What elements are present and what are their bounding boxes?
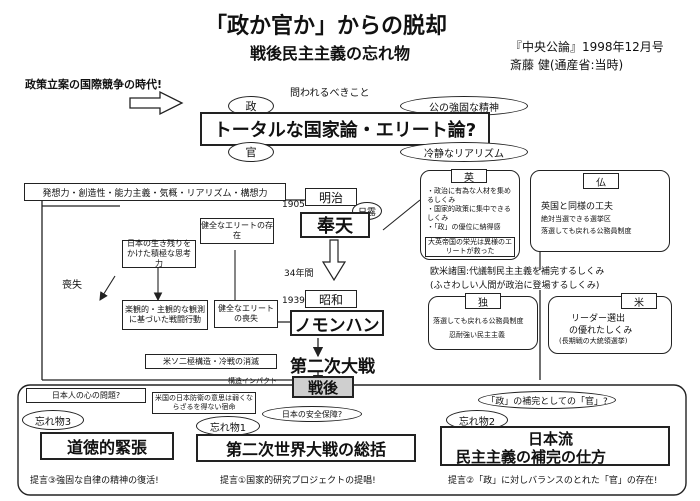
down-arrow — [321, 239, 347, 282]
de-box: 独 落選しても戻れる公務員制度 忍耐強い民主主義 — [428, 293, 538, 350]
forgotten1-oval: 忘れ物1 — [196, 416, 260, 436]
moral-box: 道徳的緊張 — [40, 432, 174, 460]
ww2-summary-box: 第二次世界大戦の総括 — [196, 434, 416, 462]
us-box: 米 リーダー選出 の優れたしくみ (長期戦の大統領選挙) — [548, 293, 672, 354]
proposal-3: 提言③強固な自律の精神の復活! — [30, 476, 159, 486]
main-question-box: トータルな国家論・エリート論? — [200, 112, 490, 146]
de-title: 独 — [465, 293, 501, 309]
eu-line-1: 欧米諸国:代議制民主主義を補完するしくみ — [430, 267, 605, 277]
healthy-elite-exist: 健全なエリートの存在 — [200, 218, 274, 244]
kan-oval: 官 — [228, 142, 274, 162]
era-arrow — [129, 90, 184, 116]
ww2-label: 第二次大戦 — [290, 357, 375, 377]
meiji-label: 明治 — [305, 188, 357, 206]
nomonhan-box: ノモンハン — [290, 310, 384, 336]
cold-war-end: 米ソ二極構造・冷戦の消滅 — [145, 354, 277, 369]
hoten-box: 奉天 — [300, 212, 370, 238]
japan-style-line-2: 民主主義の補完の仕方 — [456, 448, 607, 466]
fr-title: 仏 — [583, 173, 619, 189]
fr-box: 仏 英国と同様の工夫 絶対当選できる選挙区 落選しても戻れる公務員制度 — [530, 170, 670, 252]
de-line-1: 落選しても戻れる公務員制度 — [433, 317, 524, 325]
optimism-note: 楽観的・主観的な観測に基づいた戦闘行動 — [122, 300, 208, 330]
japan-style-line-1: 日本流 — [528, 430, 574, 448]
fr-line-2: 絶対当選できる選挙区 — [541, 215, 611, 223]
de-line-2: 忍耐強い民主主義 — [449, 331, 505, 339]
cool-realism-oval: 冷静なリアリズム — [400, 142, 528, 162]
us-intent: 米国の日本防衛の意思は弱くならざるを得ない宿命 — [152, 392, 256, 414]
us-title: 米 — [621, 293, 657, 309]
proposal-1: 提言①国家的研究プロジェクトの提唱! — [220, 476, 376, 486]
page-title: 「政か官か」からの脱却 — [205, 14, 448, 39]
year-1939: 1939 — [282, 296, 305, 306]
eu-line-2: (ふさわしい人間が政治に登場するしくみ) — [430, 281, 600, 291]
uk-box: 英 ・政治に有為な人材を集めるしくみ ・国家的政策に集中できるしくみ ・「政」の… — [420, 169, 520, 260]
fr-line-1: 英国と同様の工夫 — [541, 202, 614, 212]
us-line-1: リーダー選出 — [571, 314, 626, 324]
forgotten3-oval: 忘れ物3 — [22, 410, 84, 430]
page-subtitle: 戦後民主主義の忘れ物 — [250, 44, 411, 63]
year-1905: 1905 — [282, 200, 305, 210]
question-label: 問われるべきこと — [290, 88, 370, 99]
us-line-3: (長期戦の大統領選挙) — [559, 337, 628, 345]
complement-oval: 「政」の補完としての「官」? — [478, 391, 616, 409]
lost-label: 喪失 — [62, 280, 82, 291]
structural-impact: 構造インパクト — [228, 377, 277, 385]
uk-item-2: ・国家的政策に集中できるしくみ — [427, 205, 511, 222]
proposal-2: 提言②「政」に対しバランスのとれた「官」の存在! — [448, 476, 658, 486]
qualities-box: 発想力・創造性・能力主義・気概・リアリズム・構想力 — [24, 183, 286, 201]
uk-note: 大英帝国の栄光は異様のエリートが救った — [425, 237, 515, 257]
postwar-box: 戦後 — [292, 376, 354, 398]
security-oval: 日本の安全保障? — [262, 406, 362, 422]
japan-style-box: 日本流 民主主義の補完の仕方 — [440, 426, 670, 466]
healthy-elite-lost: 健全なエリートの喪失 — [214, 300, 278, 328]
japanese-mind: 日本人の心の問題? — [26, 388, 146, 403]
years-34: 34年間 — [284, 269, 314, 279]
uk-item-3: ・「政」の優位に納得感 — [427, 223, 501, 231]
author-credit: 斎藤 健(通産省:当時) — [510, 58, 624, 72]
survival-note: 日本の生き残りをかけた積極な思考力 — [122, 239, 196, 268]
us-line-2: の優れたしくみ — [569, 326, 633, 336]
uk-title: 英 — [451, 169, 487, 184]
source-citation: 『中央公論』1998年12月号 — [510, 40, 664, 54]
showa-label: 昭和 — [305, 290, 357, 308]
era-label: 政策立案の国際競争の時代! — [25, 78, 163, 91]
uk-item-1: ・政治に有為な人材を集めるしくみ — [427, 187, 511, 204]
fr-line-3: 落選しても戻れる公務員制度 — [541, 227, 632, 235]
